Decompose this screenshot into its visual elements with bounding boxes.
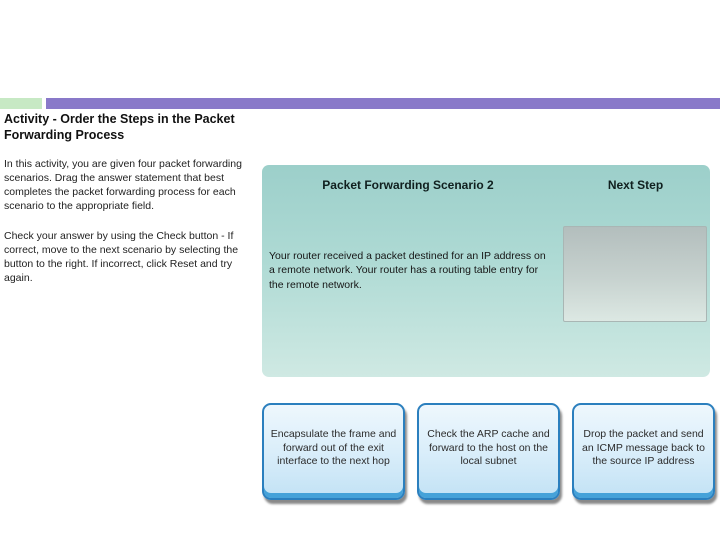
answer-card-check-arp-cache[interactable]: Check the ARP cache and forward to the h…	[417, 403, 560, 500]
accent-bar-purple	[46, 98, 720, 109]
next-step-header: Next Step	[607, 178, 664, 192]
answer-card-label: Encapsulate the frame and forward out of…	[270, 427, 397, 468]
answer-card-label: Drop the packet and send an ICMP message…	[582, 427, 705, 468]
scenario-description: Your router received a packet destined f…	[269, 250, 546, 291]
next-step-drop-zone[interactable]	[563, 226, 707, 322]
scenario-header: Packet Forwarding Scenario 2	[322, 178, 494, 192]
accent-bar-green	[0, 98, 42, 109]
instructions-paragraph-2: Check your answer by using the Check but…	[4, 230, 239, 285]
page-title: Activity - Order the Steps in the Packet…	[4, 112, 235, 142]
packet-forwarding-panel: Packet Forwarding Scenario 2 Next Step Y…	[262, 165, 710, 377]
answer-cards-row: Encapsulate the frame and forward out of…	[262, 403, 715, 500]
answer-card-encapsulate-forward[interactable]: Encapsulate the frame and forward out of…	[262, 403, 405, 500]
answer-card-label: Check the ARP cache and forward to the h…	[427, 427, 550, 468]
instructions-paragraph-1: In this activity, you are given four pac…	[4, 158, 242, 213]
answer-card-drop-packet-icmp[interactable]: Drop the packet and send an ICMP message…	[572, 403, 715, 500]
